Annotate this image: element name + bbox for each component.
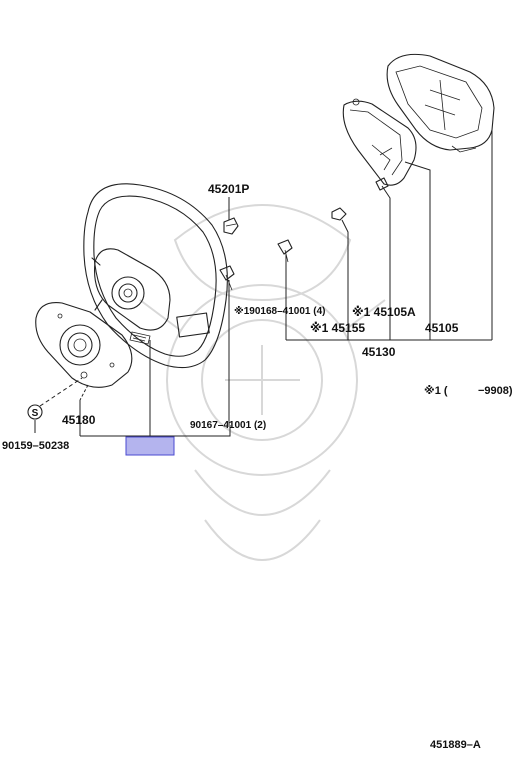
svg-text:S: S [32, 408, 39, 419]
figure-code: 451889–A [430, 739, 481, 751]
label-90167-41001[interactable]: 90167–41001 (2) [190, 420, 266, 431]
steering-pad-plate [35, 302, 133, 388]
watermark-emblem [139, 204, 386, 561]
label-45130[interactable]: 45130 [362, 345, 396, 359]
label-45105a[interactable]: ※1 45105A [352, 305, 416, 319]
horn-contact-plate [342, 98, 417, 186]
highlighted-part-box[interactable] [125, 436, 175, 456]
screw-90168 [277, 239, 293, 263]
s-symbol: S [27, 404, 43, 420]
note-date: −9908) [478, 385, 513, 397]
label-45180[interactable]: 45180 [62, 413, 96, 427]
bolt-45201p [223, 217, 239, 235]
label-45201p[interactable]: 45201P [208, 182, 249, 196]
horn-pad [386, 53, 495, 153]
note-prefix: ※1 ( [424, 385, 448, 397]
nut-45155 [331, 207, 347, 221]
steering-wheel [83, 183, 228, 369]
clip-45105a [375, 177, 389, 191]
label-45105[interactable]: 45105 [425, 321, 459, 335]
label-90159-50238[interactable]: 90159–50238 [2, 440, 69, 452]
leader-lines [34, 130, 493, 437]
label-45155[interactable]: ※1 45155 [310, 321, 365, 335]
label-90168-41001[interactable]: ※190168–41001 (4) [234, 305, 325, 317]
